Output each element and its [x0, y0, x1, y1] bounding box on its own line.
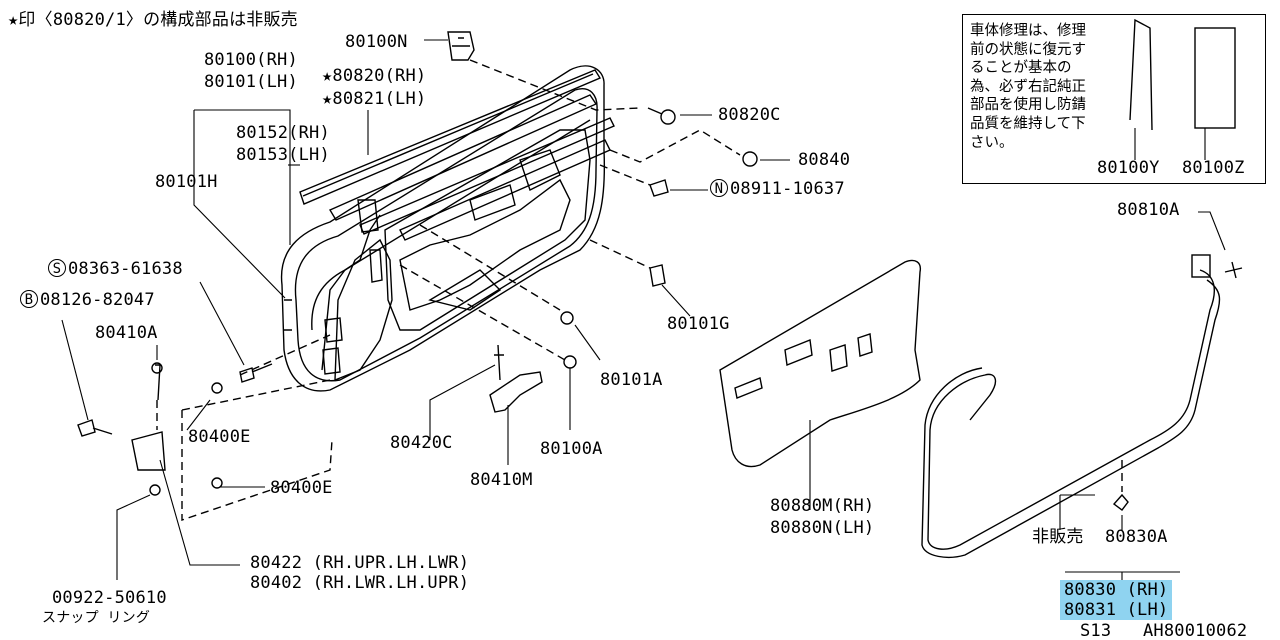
part-label-80100A[interactable]: 80100A [540, 439, 603, 459]
part-label-80402[interactable]: 80402 (RH.LWR.LH.UPR) [250, 573, 470, 593]
part-label-00922[interactable]: 00922-50610 [52, 588, 167, 608]
part-label-80820C[interactable]: 80820C [718, 105, 781, 125]
part-label-80810A[interactable]: 80810A [1117, 200, 1180, 220]
part-label-80400E-lower[interactable]: 80400E [270, 478, 333, 498]
part-label-80152[interactable]: 80152(RH) [236, 123, 330, 143]
door-shell-drawing [280, 65, 606, 392]
part-number-08911: 08911-10637 [730, 179, 845, 199]
part-label-80830-highlighted[interactable]: 80830 (RH) [1060, 580, 1173, 600]
part-label-80153[interactable]: 80153(LH) [236, 145, 330, 165]
part-label-80831-highlighted[interactable]: 80831 (LH) [1060, 600, 1173, 620]
part-label-80820[interactable]: ★80820(RH) [322, 66, 427, 86]
header-note: ★印〈80820/1〉の構成部品は非販売 [8, 10, 298, 30]
n-circle-icon: N [710, 179, 728, 197]
part-label-80821[interactable]: ★80821(LH) [322, 89, 427, 109]
dashed-leader-lines [156, 59, 1123, 521]
part-label-80880N[interactable]: 80880N(LH) [770, 518, 875, 538]
repair-note-text: 車体修理は、修理前の状態に復元することが基本の為、必ず右記純正部品を使用し防錆品… [970, 23, 1086, 151]
snap-ring-label: スナップ リング [42, 610, 151, 626]
s-circle-icon: S [48, 259, 66, 277]
part-label-80101G[interactable]: 80101G [667, 314, 730, 334]
trim-panel-drawing [719, 259, 922, 468]
part-number-08126: 08126-82047 [40, 290, 155, 310]
part-label-80840[interactable]: 80840 [798, 150, 851, 170]
part-label-80400E-upper[interactable]: 80400E [188, 427, 251, 447]
part-label-80422[interactable]: 80422 (RH.UPR.LH.LWR) [250, 553, 470, 573]
fastener-drawings [77, 18, 1236, 511]
part-label-80830A[interactable]: 80830A [1105, 527, 1168, 547]
product-label-80100Y: 80100Y [1097, 158, 1160, 178]
part-number-08363: 08363-61638 [68, 259, 183, 279]
part-label-80410A[interactable]: 80410A [95, 323, 158, 343]
b-circle-icon: B [20, 290, 38, 308]
part-label-80410M[interactable]: 80410M [470, 470, 533, 490]
part-label-80880M[interactable]: 80880M(RH) [770, 496, 875, 516]
repair-note-box [962, 14, 1266, 184]
product-label-80100Z: 80100Z [1182, 158, 1245, 178]
part-label-80101LH[interactable]: 80101(LH) [204, 72, 298, 92]
part-label-80101A[interactable]: 80101A [600, 370, 663, 390]
diagram-code: AH80010062 [1143, 621, 1248, 640]
part-label-80100RH[interactable]: 80100(RH) [204, 50, 298, 70]
solid-leader-lines [61, 39, 1226, 583]
model-code: S13 [1080, 621, 1112, 640]
weatherstrip-drawing [921, 254, 1243, 558]
part-label-80100N[interactable]: 80100N [345, 32, 408, 52]
part-label-80101H[interactable]: 80101H [155, 172, 218, 192]
not-for-sale-label: 非販売 [1032, 527, 1084, 547]
part-label-80420C[interactable]: 80420C [390, 433, 453, 453]
